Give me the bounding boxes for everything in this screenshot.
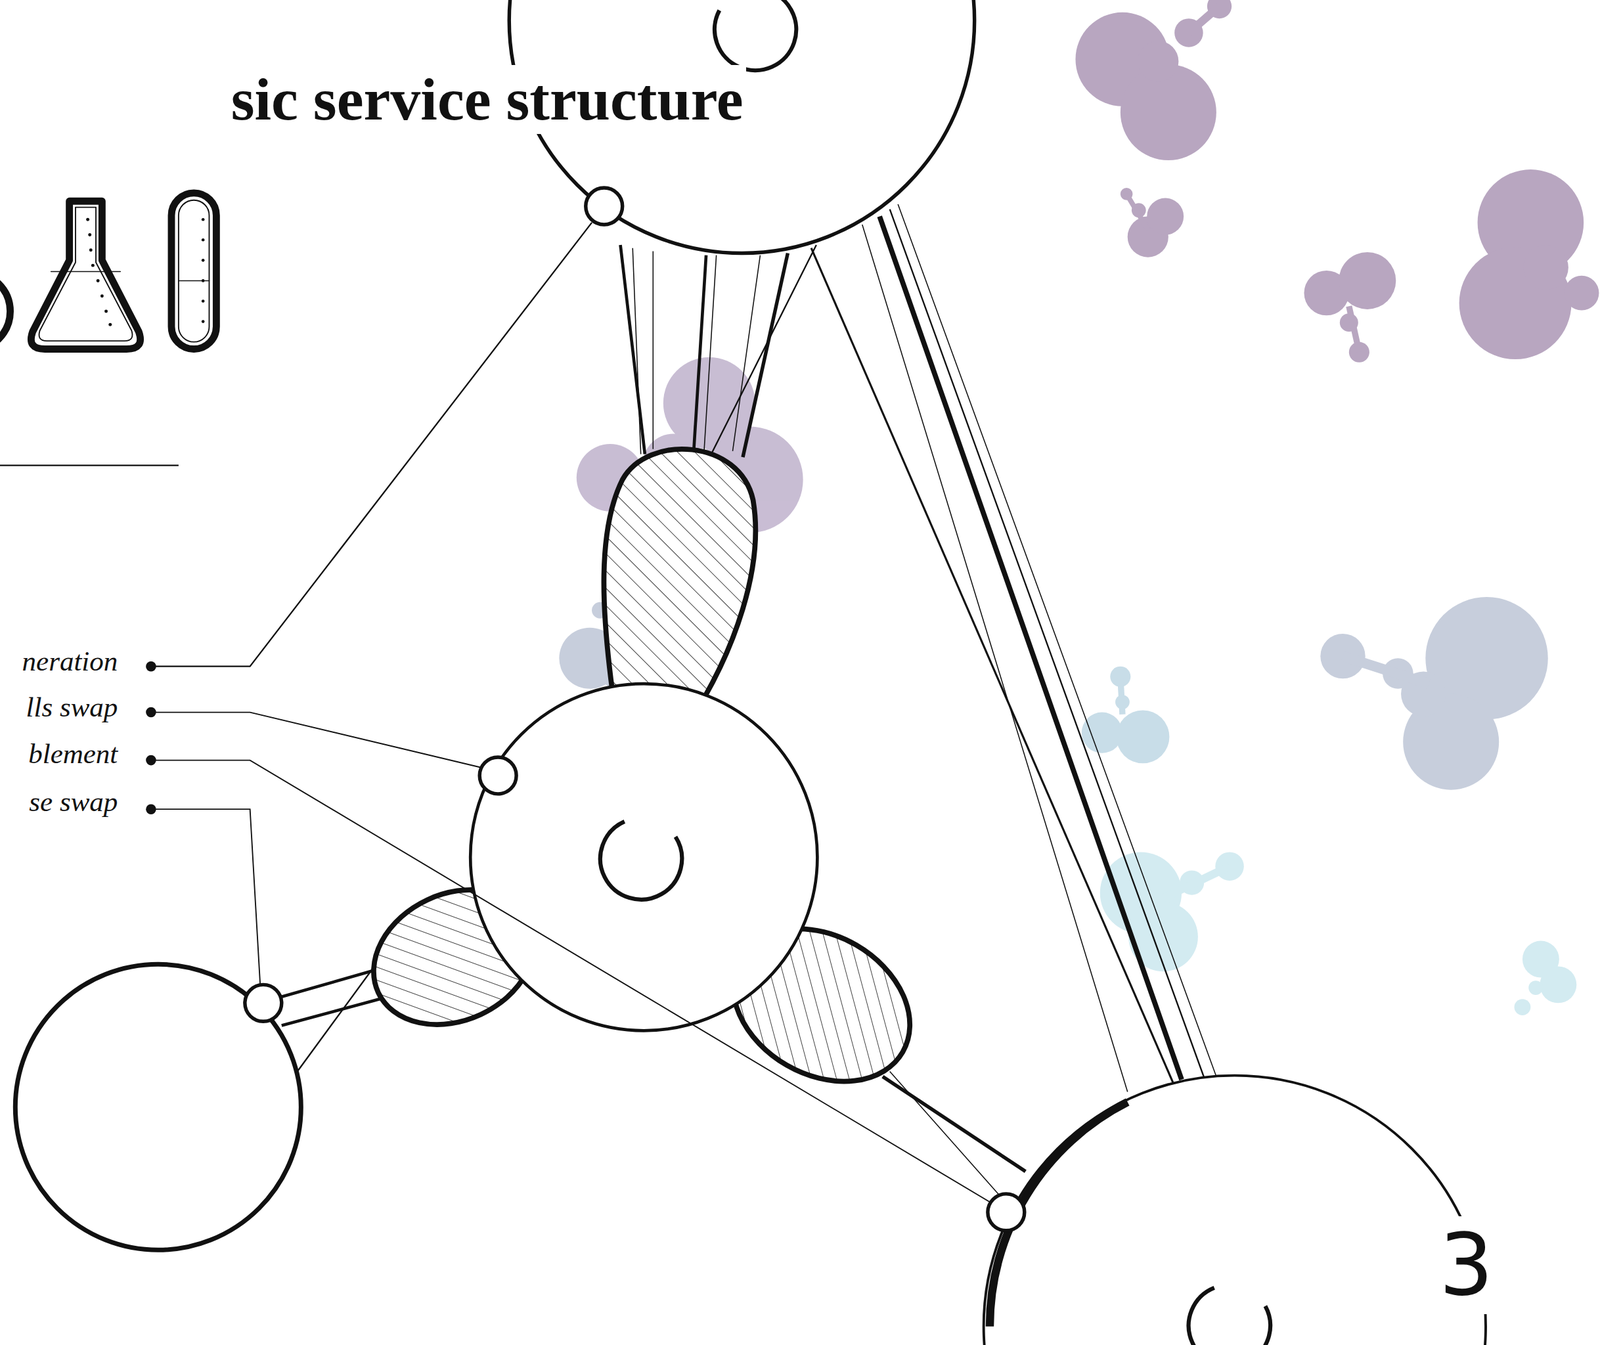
atom-circles [15, 0, 1486, 1345]
page-number: 3 [1436, 1216, 1497, 1315]
rule-line [0, 464, 179, 466]
callout-label: neration [19, 644, 121, 678]
page-title: sic service structure [228, 65, 747, 135]
joint-rings [244, 187, 1025, 1231]
flask-icons [0, 193, 217, 351]
core-arcs [600, 0, 1271, 1345]
leader-lines [145, 222, 990, 1202]
bond-lines [277, 204, 1217, 1197]
callout-label: se swap [26, 785, 121, 818]
hatched-lobes [351, 449, 938, 1113]
callout-label: lls swap [23, 690, 121, 724]
callout-label: blement [25, 737, 121, 770]
